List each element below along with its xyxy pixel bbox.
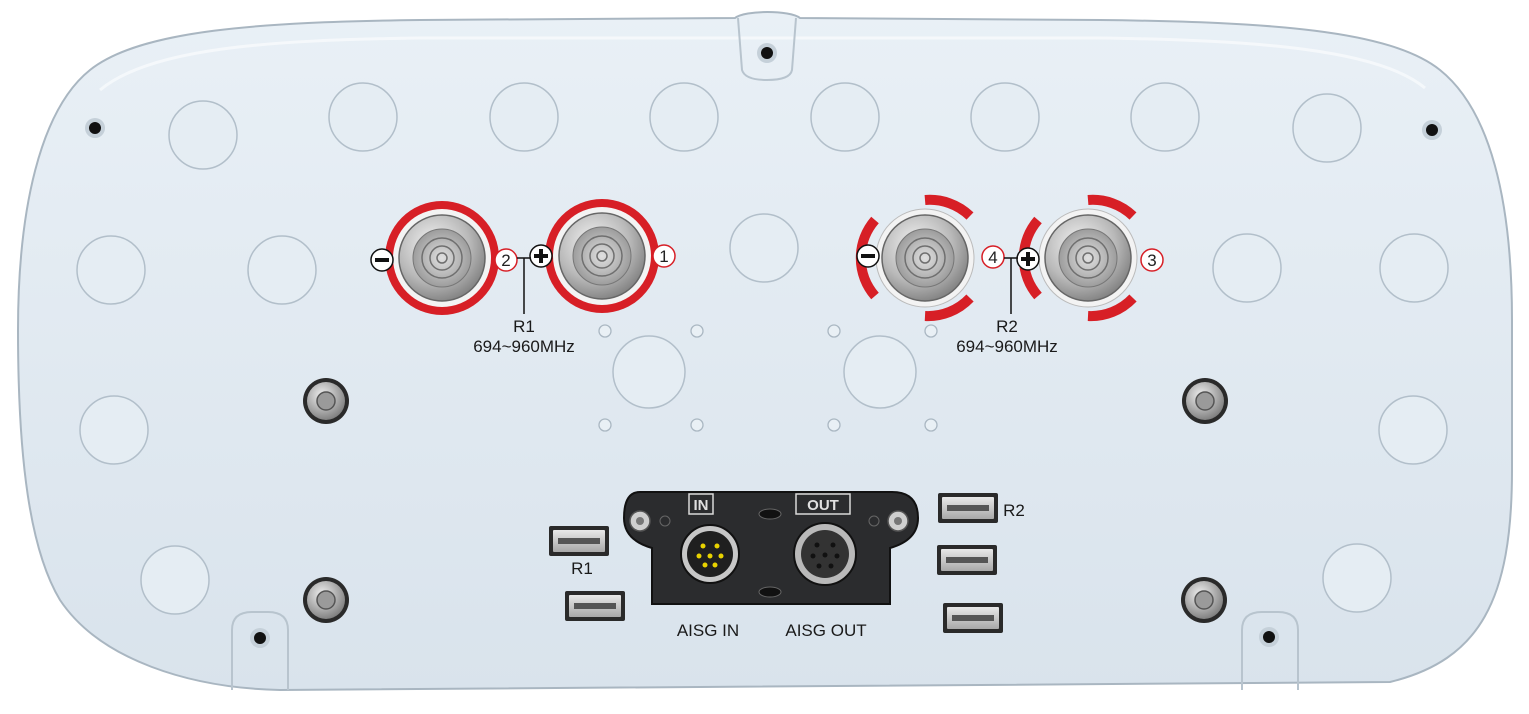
port-badge-2: 2 (494, 248, 518, 272)
minus-icon (856, 244, 880, 268)
port-badge-1: 1 (652, 244, 676, 268)
plus-icon (1016, 247, 1040, 271)
r1-band-name: R1 (513, 317, 535, 336)
aisg-out-label: AISG OUT (785, 621, 866, 640)
panel-in-label: IN (688, 493, 714, 515)
svg-text:3: 3 (1147, 251, 1156, 270)
r1-port-label: R1 (571, 559, 593, 578)
screw-icon (1181, 577, 1227, 623)
screw-icon (303, 577, 349, 623)
svg-text:OUT: OUT (807, 497, 839, 514)
r1-band-frequency: 694~960MHz (473, 337, 575, 356)
ret-slot-r2-bottom (943, 603, 1003, 633)
ret-slot-r1-top (549, 526, 609, 556)
screw-icon (1182, 378, 1228, 424)
rf-connector-port-1[interactable] (545, 199, 659, 313)
aisg-panel (622, 491, 920, 605)
aisg-out-connector[interactable] (793, 522, 857, 586)
ret-slot-r2-top (938, 493, 998, 523)
svg-text:IN: IN (694, 497, 709, 514)
rf-connector-port-3[interactable] (1018, 194, 1138, 322)
ret-slot-r1-bottom (565, 591, 625, 621)
svg-text:4: 4 (988, 248, 997, 267)
svg-text:1: 1 (659, 247, 668, 266)
screw-icon (303, 378, 349, 424)
ret-slot-r2-middle (937, 545, 997, 575)
panel-out-label: OUT (795, 493, 851, 515)
port-badge-3: 3 (1140, 248, 1164, 272)
minus-icon (370, 248, 394, 272)
mounting-holes (85, 43, 1442, 648)
leader-lines (517, 257, 1018, 314)
plus-icon (529, 244, 553, 268)
port-badge-4: 4 (981, 245, 1005, 269)
r2-band-name: R2 (996, 317, 1018, 336)
aisg-in-label: AISG IN (677, 621, 739, 640)
r2-band-frequency: 694~960MHz (956, 337, 1058, 356)
pin-holes (598, 324, 938, 432)
rf-connector-port-2[interactable] (385, 201, 499, 315)
rf-connector-port-4[interactable] (855, 194, 975, 322)
blank-recesses (76, 82, 1449, 615)
r2-port-label: R2 (1003, 501, 1025, 520)
antenna-plate (16, 11, 1513, 692)
svg-text:2: 2 (501, 251, 510, 270)
aisg-in-connector[interactable] (680, 524, 740, 584)
